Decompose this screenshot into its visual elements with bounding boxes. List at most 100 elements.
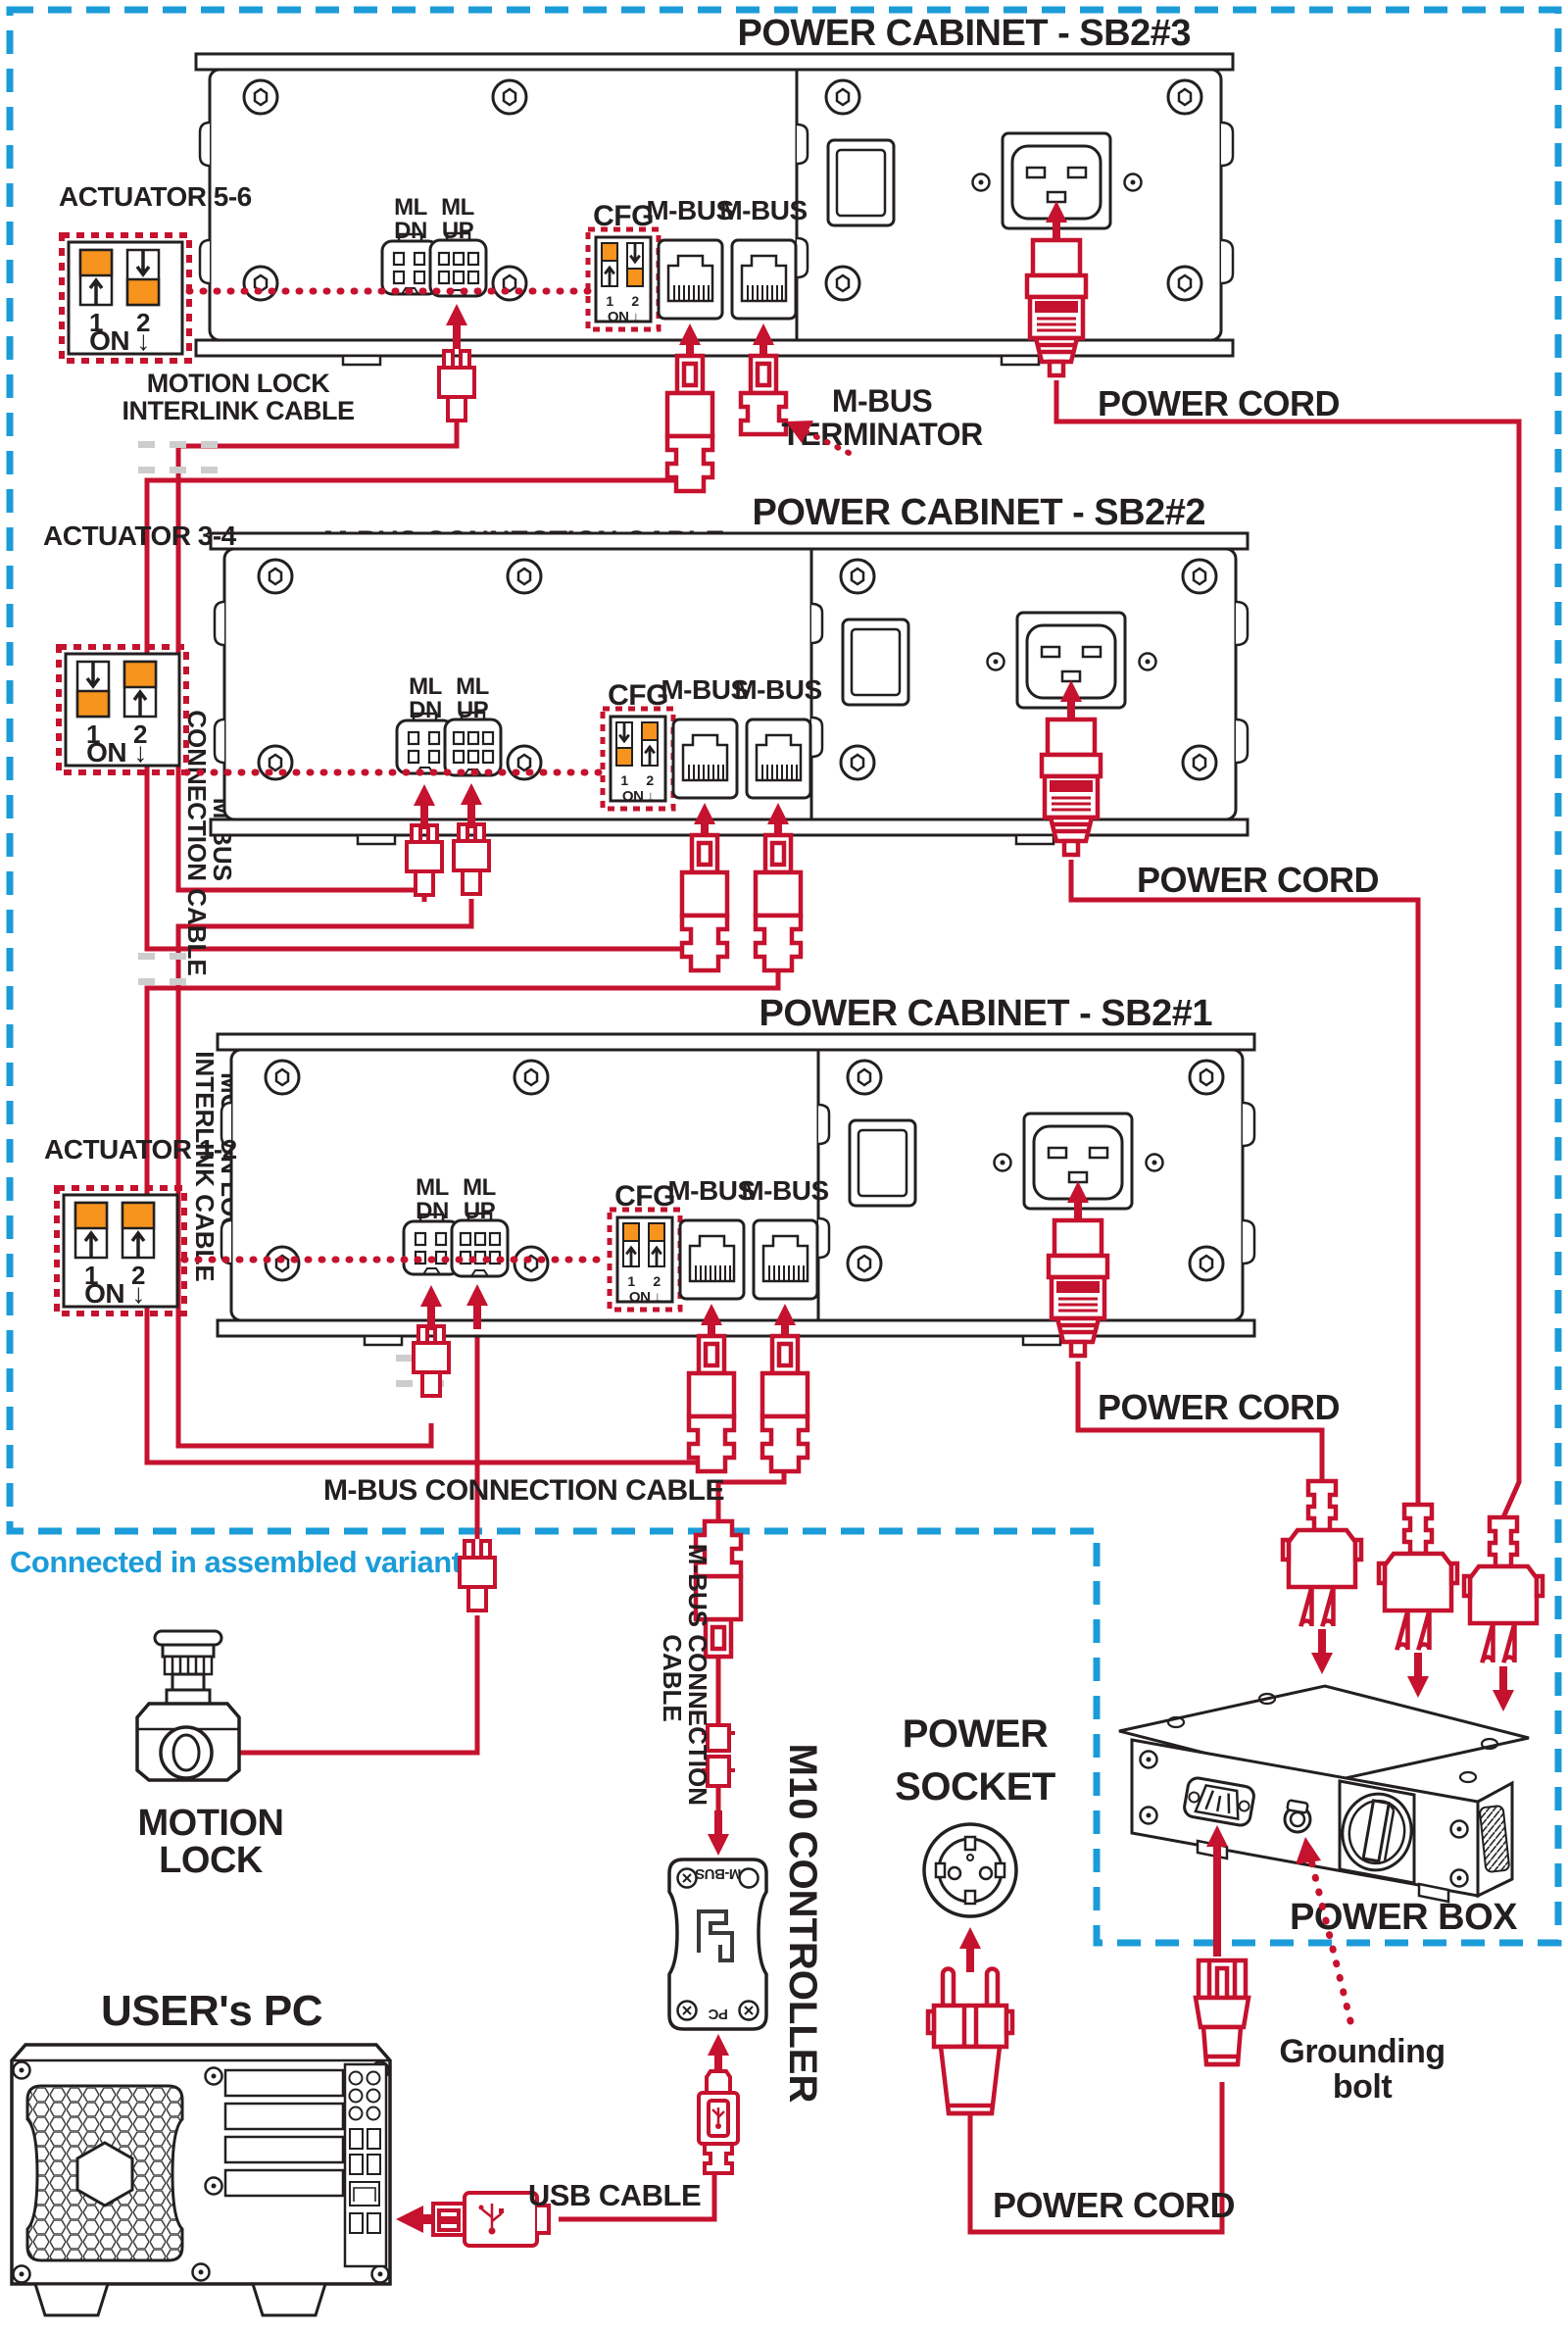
- svg-text:ON ↓: ON ↓: [84, 1278, 145, 1309]
- cfg-dip-switch[interactable]: 1 2 ON ↓: [601, 241, 644, 325]
- mbus-cable-label-bottom: M-BUS CONNECTION CABLE: [323, 1474, 724, 1507]
- svg-text:ML: ML: [409, 673, 442, 700]
- actuator-3-4: ACTUATOR 3-4 1 2 ON ↓: [43, 521, 607, 776]
- schuko-plug-2: [1379, 1505, 1457, 1650]
- actuator-5-6: ACTUATOR 5-6 1 2 ON ↓: [59, 181, 592, 364]
- dip-switch-5-6[interactable]: 1 2 ON ↓: [78, 248, 161, 356]
- svg-text:DN: DN: [394, 218, 427, 244]
- svg-text:ON ↓: ON ↓: [608, 309, 639, 325]
- grounding-bolt-callout: Grounding bolt: [1279, 1837, 1446, 2106]
- cfg-dip-switch[interactable]: 1 2 ON ↓: [622, 1222, 665, 1306]
- mbus-terminator-plug: [741, 356, 786, 434]
- dip-switch-1-2[interactable]: 1 2 ON ↓: [74, 1201, 156, 1309]
- actuator-1-2: ACTUATOR 1-2 1 2 ON ↓: [44, 1134, 613, 1316]
- svg-text:M-BUS: M-BUS: [832, 383, 933, 419]
- svg-text:2: 2: [631, 293, 639, 309]
- svg-text:M-BUS: M-BUS: [719, 195, 807, 225]
- svg-text:MOTION LOCK: MOTION LOCK: [147, 369, 330, 398]
- svg-text:1: 1: [606, 293, 613, 309]
- svg-text:ON ↓: ON ↓: [629, 1289, 661, 1306]
- power-box-label: POWER BOX: [1290, 1897, 1518, 1938]
- svg-text:CFG: CFG: [593, 200, 654, 232]
- svg-text:1: 1: [89, 308, 103, 337]
- svg-text:ML: ML: [416, 1174, 449, 1201]
- svg-text:2: 2: [131, 1261, 145, 1290]
- mbus-cable-plug: [667, 356, 712, 491]
- svg-text:ON ↓: ON ↓: [622, 788, 654, 805]
- svg-text:1: 1: [627, 1273, 635, 1289]
- svg-text:INTERLINK CABLE: INTERLINK CABLE: [122, 396, 355, 425]
- power-cabinet-sb2-1: POWER CABINET - SB2#1 ML DN ML UP CFG M-…: [218, 993, 1254, 1471]
- power-cabinet-sb2-2: POWER CABINET - SB2#2 ML DN ML UP CFG M-…: [211, 492, 1248, 970]
- svg-text:CFG: CFG: [608, 679, 668, 712]
- svg-text:M-BUS: M-BUS: [667, 1175, 755, 1206]
- power-box-schuko-plug: [928, 1969, 1012, 2113]
- vert-controller-cable-label: M-BUS CONNECTION CABLE: [658, 1544, 712, 1812]
- svg-text:2: 2: [136, 308, 150, 337]
- svg-text:M-BUS: M-BUS: [734, 674, 821, 705]
- m10-controller: M-BUS PC: [667, 1858, 768, 2079]
- svg-text:1: 1: [84, 1261, 98, 1290]
- svg-text:M-BUS CONNECTION CABLE: M-BUS CONNECTION CABLE: [658, 1544, 712, 1812]
- svg-text:ACTUATOR 5-6: ACTUATOR 5-6: [59, 181, 252, 212]
- svg-text:ML: ML: [394, 194, 427, 221]
- rotary-switch[interactable]: [1337, 1779, 1417, 1885]
- svg-text:ON ↓: ON ↓: [89, 325, 150, 356]
- svg-text:2: 2: [653, 1273, 661, 1289]
- svg-text:2: 2: [646, 772, 654, 788]
- svg-text:ML: ML: [463, 1174, 496, 1201]
- svg-text:UP: UP: [442, 218, 474, 244]
- power-socket: POWER SOCKET: [895, 1712, 1055, 1918]
- svg-text:Grounding: Grounding: [1279, 2033, 1445, 2070]
- power-cord-plugs: [1283, 1481, 1543, 1711]
- svg-text:1: 1: [620, 772, 628, 788]
- svg-text:M-BUS: M-BUS: [661, 674, 748, 705]
- cabinet-title: POWER CABINET - SB2#2: [753, 492, 1205, 533]
- pc-io-panel[interactable]: [343, 2062, 388, 2268]
- assembled-variant-note: Connected in assembled variant: [10, 1545, 462, 1579]
- users-pc: USER's PC: [10, 1987, 392, 2317]
- schuko-plug-3: [1464, 1517, 1543, 1662]
- mbus-cable-plug: [689, 1336, 734, 1471]
- mbus-terminator-callout: M-BUS TERMINATOR: [781, 383, 984, 456]
- svg-text:ON ↓: ON ↓: [86, 737, 147, 768]
- power-box: POWER BOX: [1118, 1684, 1530, 1938]
- svg-text:CFG: CFG: [614, 1180, 675, 1213]
- mbus-cable-plug: [762, 1336, 808, 1471]
- motion-lock-interlink-plug: [437, 349, 476, 422]
- controller-mbus-cable: [696, 1521, 741, 1856]
- svg-text:M-BUS: M-BUS: [741, 1175, 828, 1206]
- grounding-bolt[interactable]: [1283, 1799, 1312, 1834]
- usb-cable-label: USB CABLE: [528, 2178, 701, 2212]
- svg-text:LOCK: LOCK: [159, 1840, 264, 1881]
- power-cord-label-4: POWER CORD: [993, 2185, 1235, 2225]
- cfg-dip-switch[interactable]: 1 2 ON ↓: [615, 720, 659, 805]
- svg-text:ACTUATOR 3-4: ACTUATOR 3-4: [43, 521, 237, 551]
- users-pc-title: USER's PC: [101, 1987, 322, 2035]
- mbus-cable-plug: [756, 835, 801, 970]
- cabinet-title: POWER CABINET - SB2#3: [738, 13, 1191, 54]
- terminator-arrowhead: [786, 421, 813, 443]
- power-cord-label-2: POWER CORD: [1137, 860, 1379, 900]
- cabinet-title: POWER CABINET - SB2#1: [760, 993, 1213, 1034]
- controller-logo: [697, 1909, 734, 1962]
- dip-switch-3-4[interactable]: 1 2 ON ↓: [75, 660, 158, 768]
- motion-lock: MOTION LOCK: [135, 1629, 284, 1881]
- m10-controller-label: M10 CONTROLLER: [781, 1744, 824, 2104]
- usb-a-connector: [396, 2191, 551, 2248]
- controller-pc-port-label: PC: [708, 2006, 728, 2022]
- power-cord-label-1: POWER CORD: [1098, 1387, 1340, 1427]
- svg-text:bolt: bolt: [1333, 2068, 1392, 2106]
- controller-mbus-port-label: M-BUS: [695, 1865, 741, 1882]
- svg-text:M-BUS: M-BUS: [646, 195, 733, 225]
- power-cord-label-3: POWER CORD: [1098, 383, 1340, 423]
- c14-inlet[interactable]: [1183, 1776, 1255, 1827]
- power-cabinet-sb2-3: POWER CABINET - SB2#3 ML DN ML UP CFG M-…: [196, 13, 1233, 491]
- svg-text:ML: ML: [441, 194, 474, 221]
- svg-text:UP: UP: [457, 697, 489, 723]
- svg-text:1: 1: [86, 719, 100, 749]
- interlink-label-top: MOTION LOCK INTERLINK CABLE: [122, 369, 356, 425]
- svg-text:DN: DN: [416, 1198, 449, 1224]
- assembled-variant-boundary: [6, 6, 1562, 1947]
